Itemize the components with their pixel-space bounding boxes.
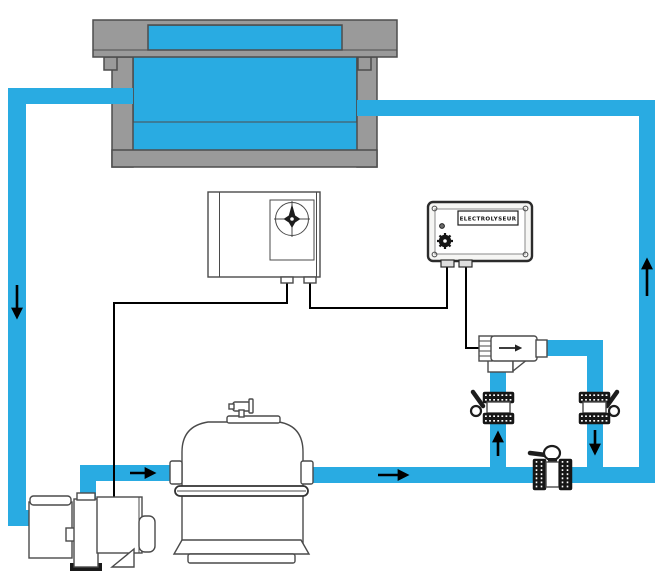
nut-serration [561, 461, 569, 488]
pump-discharge-port [76, 492, 96, 501]
screw-icon [522, 205, 529, 212]
valve-union-nut-bottom [578, 412, 611, 425]
wire-timer-to-electrolyser [309, 266, 448, 309]
pipe-cell-outlet [545, 340, 603, 356]
pool-water [120, 24, 370, 158]
filter-base-flare [172, 539, 311, 555]
pump-motor-endcap [138, 515, 156, 553]
circulation-pump [28, 492, 156, 571]
control-knob-icon [437, 233, 453, 249]
valve-handle-knob [469, 404, 483, 418]
bypass-valve-left [469, 389, 515, 425]
wiring [113, 266, 481, 497]
valve-handle-stem [548, 458, 557, 464]
pump-motor [96, 496, 143, 554]
swimming-pool [92, 19, 398, 168]
pipe-pump-to-filter [80, 465, 172, 481]
valve-handle-knob [542, 444, 562, 462]
nut-serration [581, 394, 608, 401]
nut-serration [535, 461, 543, 488]
valve-handle-icon [470, 389, 486, 409]
wire-timer-to-pump [113, 277, 288, 497]
timer-terminal-right [303, 276, 317, 284]
timer-pointer-star [283, 204, 301, 228]
timer-terminal-left [280, 276, 294, 284]
pump-prefilter-housing [28, 501, 73, 559]
valve-union-nut-bottom [482, 412, 515, 425]
timer-dial-panel [269, 199, 315, 261]
filter-foot-ring [187, 553, 296, 564]
screw-icon [522, 251, 529, 258]
cell-ribbed-cap [478, 335, 493, 362]
bypass-valve-right [578, 389, 621, 425]
cell-outlet-coupler [535, 339, 548, 358]
valve-body [486, 401, 511, 414]
air-relief-valve-icon [228, 398, 254, 418]
cable-gland-left [440, 259, 455, 268]
pipe-skimmer-horizontal [8, 88, 133, 104]
screw-icon [431, 251, 438, 258]
screw-icon [431, 205, 438, 212]
pool-floor-slab [111, 149, 378, 168]
flow-arrows [11, 257, 653, 481]
filter-body [181, 421, 304, 548]
timer-box [207, 191, 321, 284]
electrolyser-control-box: ELECTROLYSEUR [426, 200, 534, 268]
cell-cap-ribs [479, 340, 492, 357]
valve-body [545, 461, 560, 488]
pump-body [73, 498, 99, 568]
valve-union-nut-left [532, 458, 547, 491]
electrolysis-cell [478, 335, 548, 373]
pump-prefilter-lid [29, 495, 72, 506]
timer-dial-center [290, 217, 294, 221]
electrolyser-label-plate [457, 210, 519, 226]
led-indicator-icon [439, 223, 445, 229]
main-line-ball-valve [527, 444, 573, 491]
valve-body [582, 401, 607, 414]
filter-inlet-stub [169, 460, 183, 485]
filter-outlet-stub [300, 460, 314, 485]
filter-lid-plate [226, 415, 281, 424]
filter-tank [169, 398, 314, 564]
wire-electrolyser-to-cell [465, 266, 481, 349]
timer-housing [207, 191, 321, 278]
pipe-bottom-main [310, 467, 655, 483]
cable-gland-right [458, 259, 473, 268]
pump-motor-foot [110, 547, 135, 568]
pool-coping-lip-right [357, 56, 372, 71]
electrolyser-label: ELECTROLYSEUR [460, 217, 517, 223]
valve-handle-knob [607, 404, 621, 418]
pool-coping-lip-left [103, 56, 118, 71]
valve-handle-icon [604, 389, 620, 409]
nut-serration [485, 394, 512, 401]
valve-union-nut-right [558, 458, 573, 491]
nut-serration [581, 415, 608, 422]
pipe-top-return [357, 100, 655, 116]
nut-serration [485, 415, 512, 422]
